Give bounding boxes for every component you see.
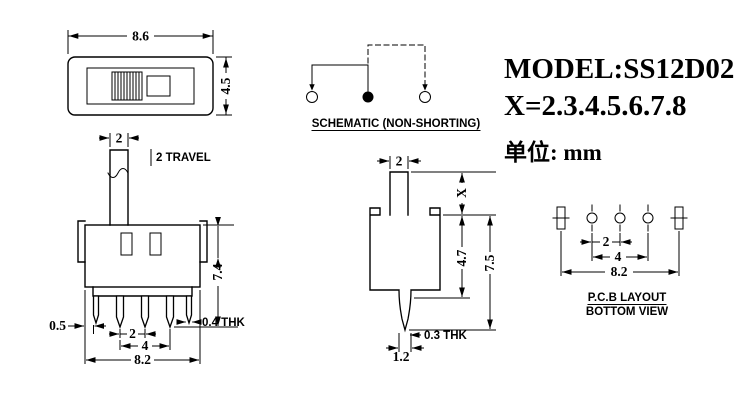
- dim-knob-height-x: X: [454, 173, 469, 214]
- dim-pcb-width: 8.2: [560, 231, 680, 279]
- travel-label: 2 TRAVEL: [156, 152, 211, 164]
- dim-actuator-width: 2: [99, 131, 139, 147]
- side-view: 2 X 4.7 7.5 0.3 THK 1.2: [369, 154, 497, 364]
- pin-hole: [642, 212, 654, 224]
- model-number: MODEL:SS12D02: [504, 53, 734, 85]
- dim-body-width: 8.2: [84, 290, 201, 367]
- terminal-pin: [115, 295, 125, 329]
- pcb-layout-view: 2 4 8.2 P.C.B LAYOUT BOTTOM VIEW: [552, 204, 688, 318]
- switch-body-outline: [67, 56, 214, 116]
- arrow-down-left-terminal: [309, 84, 315, 91]
- x-value-range: X=2.3.4.5.6.7.8: [504, 90, 686, 122]
- dim-text-total-height: 7.5: [482, 254, 497, 271]
- dim-pin-width: 1.2: [386, 333, 424, 364]
- contact-window-right: [149, 232, 162, 256]
- top-view: 8.6 4.5: [67, 29, 233, 116]
- ext-lines: [84, 290, 201, 364]
- dim-total-height: 7.5: [482, 216, 497, 329]
- dim-text-pin-pitch: 2: [129, 326, 136, 341]
- switch-body-inner-frame: [86, 67, 195, 105]
- dim-text-knob-height: X: [454, 188, 469, 198]
- ext-lines: [174, 224, 238, 328]
- dim-front-height: 7.4: [174, 217, 238, 328]
- dim-body-height: 4.7: [454, 216, 469, 297]
- title-block: MODEL:SS12D02 X=2.3.4.5.6.7.8 单位: mm: [504, 53, 734, 165]
- base-step: [92, 286, 193, 297]
- ext-lines: [560, 231, 680, 276]
- terminal-common: [362, 91, 374, 103]
- front-view: 2 2 TRAVEL 7.4 0.5 2 4: [49, 131, 245, 368]
- bottom-view-label: BOTTOM VIEW: [586, 306, 668, 318]
- mounting-leg-left: [92, 295, 100, 326]
- ext-lines: [119, 329, 146, 338]
- pin-hole: [614, 212, 626, 224]
- dim-text-side-actuator-width: 2: [396, 154, 403, 169]
- dim-side-actuator-width: 2: [377, 154, 421, 169]
- dim-text-top-width: 8.6: [132, 29, 149, 44]
- terminal-left: [306, 91, 318, 103]
- slider-knob-hatch: [114, 71, 140, 101]
- dim-travel: 2 TRAVEL: [150, 149, 211, 166]
- dim-text-actuator-width: 2: [116, 131, 123, 146]
- dim-text-leg-offset: 0.5: [49, 318, 66, 333]
- thickness-label-front: 0.4 THK: [202, 317, 246, 329]
- ext-lines: [591, 233, 649, 261]
- ext-lines-right: [409, 171, 496, 331]
- dim-text-pin-span: 4: [142, 338, 149, 353]
- dim-text-body-height: 4.7: [454, 249, 469, 266]
- ext-lines: [389, 156, 409, 169]
- ext-lines: [591, 233, 621, 246]
- dim-pin-thickness: 0.4 THK: [176, 317, 246, 329]
- dim-leg-offset: 0.5: [49, 318, 106, 334]
- dim-top-height: 4.5: [216, 56, 233, 116]
- dim-text-front-height: 7.4: [210, 263, 225, 280]
- unit-label: 单位: mm: [504, 139, 602, 165]
- dim-text-pin-width: 1.2: [393, 349, 410, 364]
- dim-side-pin-thickness: 0.3 THK: [410, 330, 468, 342]
- pin-outline-side: [398, 289, 412, 333]
- ext-lines: [109, 133, 129, 147]
- ext-lines: [67, 30, 214, 54]
- dim-text-hole-span: 4: [615, 249, 622, 264]
- dim-hole-span: 4: [591, 233, 649, 264]
- ext-lines: [216, 56, 232, 116]
- dim-top-width: 8.6: [67, 29, 214, 54]
- terminal-pin: [165, 295, 175, 329]
- schematic-label: SCHEMATIC (NON-SHORTING): [312, 118, 481, 130]
- contact-window-left: [120, 232, 133, 256]
- body-outline: [84, 224, 201, 288]
- contact-line-solid: [311, 64, 369, 92]
- actuator-outline-side: [389, 171, 409, 216]
- arrow-down-right-terminal: [422, 84, 428, 91]
- contact-line-dashed: [367, 44, 426, 85]
- dim-pin-span: 4: [119, 329, 171, 353]
- hole-centerlines: [591, 204, 649, 232]
- actuator-break-line: [107, 168, 129, 178]
- pcb-layout-label: P.C.B LAYOUT: [588, 292, 667, 304]
- terminal-right: [419, 91, 431, 103]
- dim-hole-pitch: 2: [580, 233, 632, 249]
- pin-hole: [586, 212, 598, 224]
- actuator-outline: [109, 149, 129, 226]
- mounting-ears: [77, 220, 208, 263]
- dim-text-pcb-width: 8.2: [611, 264, 628, 279]
- slider-track-window: [146, 75, 171, 97]
- mounting-leg-right: [185, 295, 193, 326]
- terminal-pin: [140, 295, 150, 329]
- ext-lines: [398, 333, 412, 352]
- dim-text-hole-pitch: 2: [603, 234, 610, 249]
- dim-text-top-height: 4.5: [218, 77, 233, 94]
- body-outline-side: [369, 207, 441, 291]
- ext-lines: [119, 329, 171, 350]
- dim-text-body-width: 8.2: [134, 352, 151, 367]
- dim-pin-pitch: 2: [109, 326, 156, 341]
- thickness-label-side: 0.3 THK: [424, 330, 468, 342]
- schematic-view: SCHEMATIC (NON-SHORTING): [306, 44, 481, 131]
